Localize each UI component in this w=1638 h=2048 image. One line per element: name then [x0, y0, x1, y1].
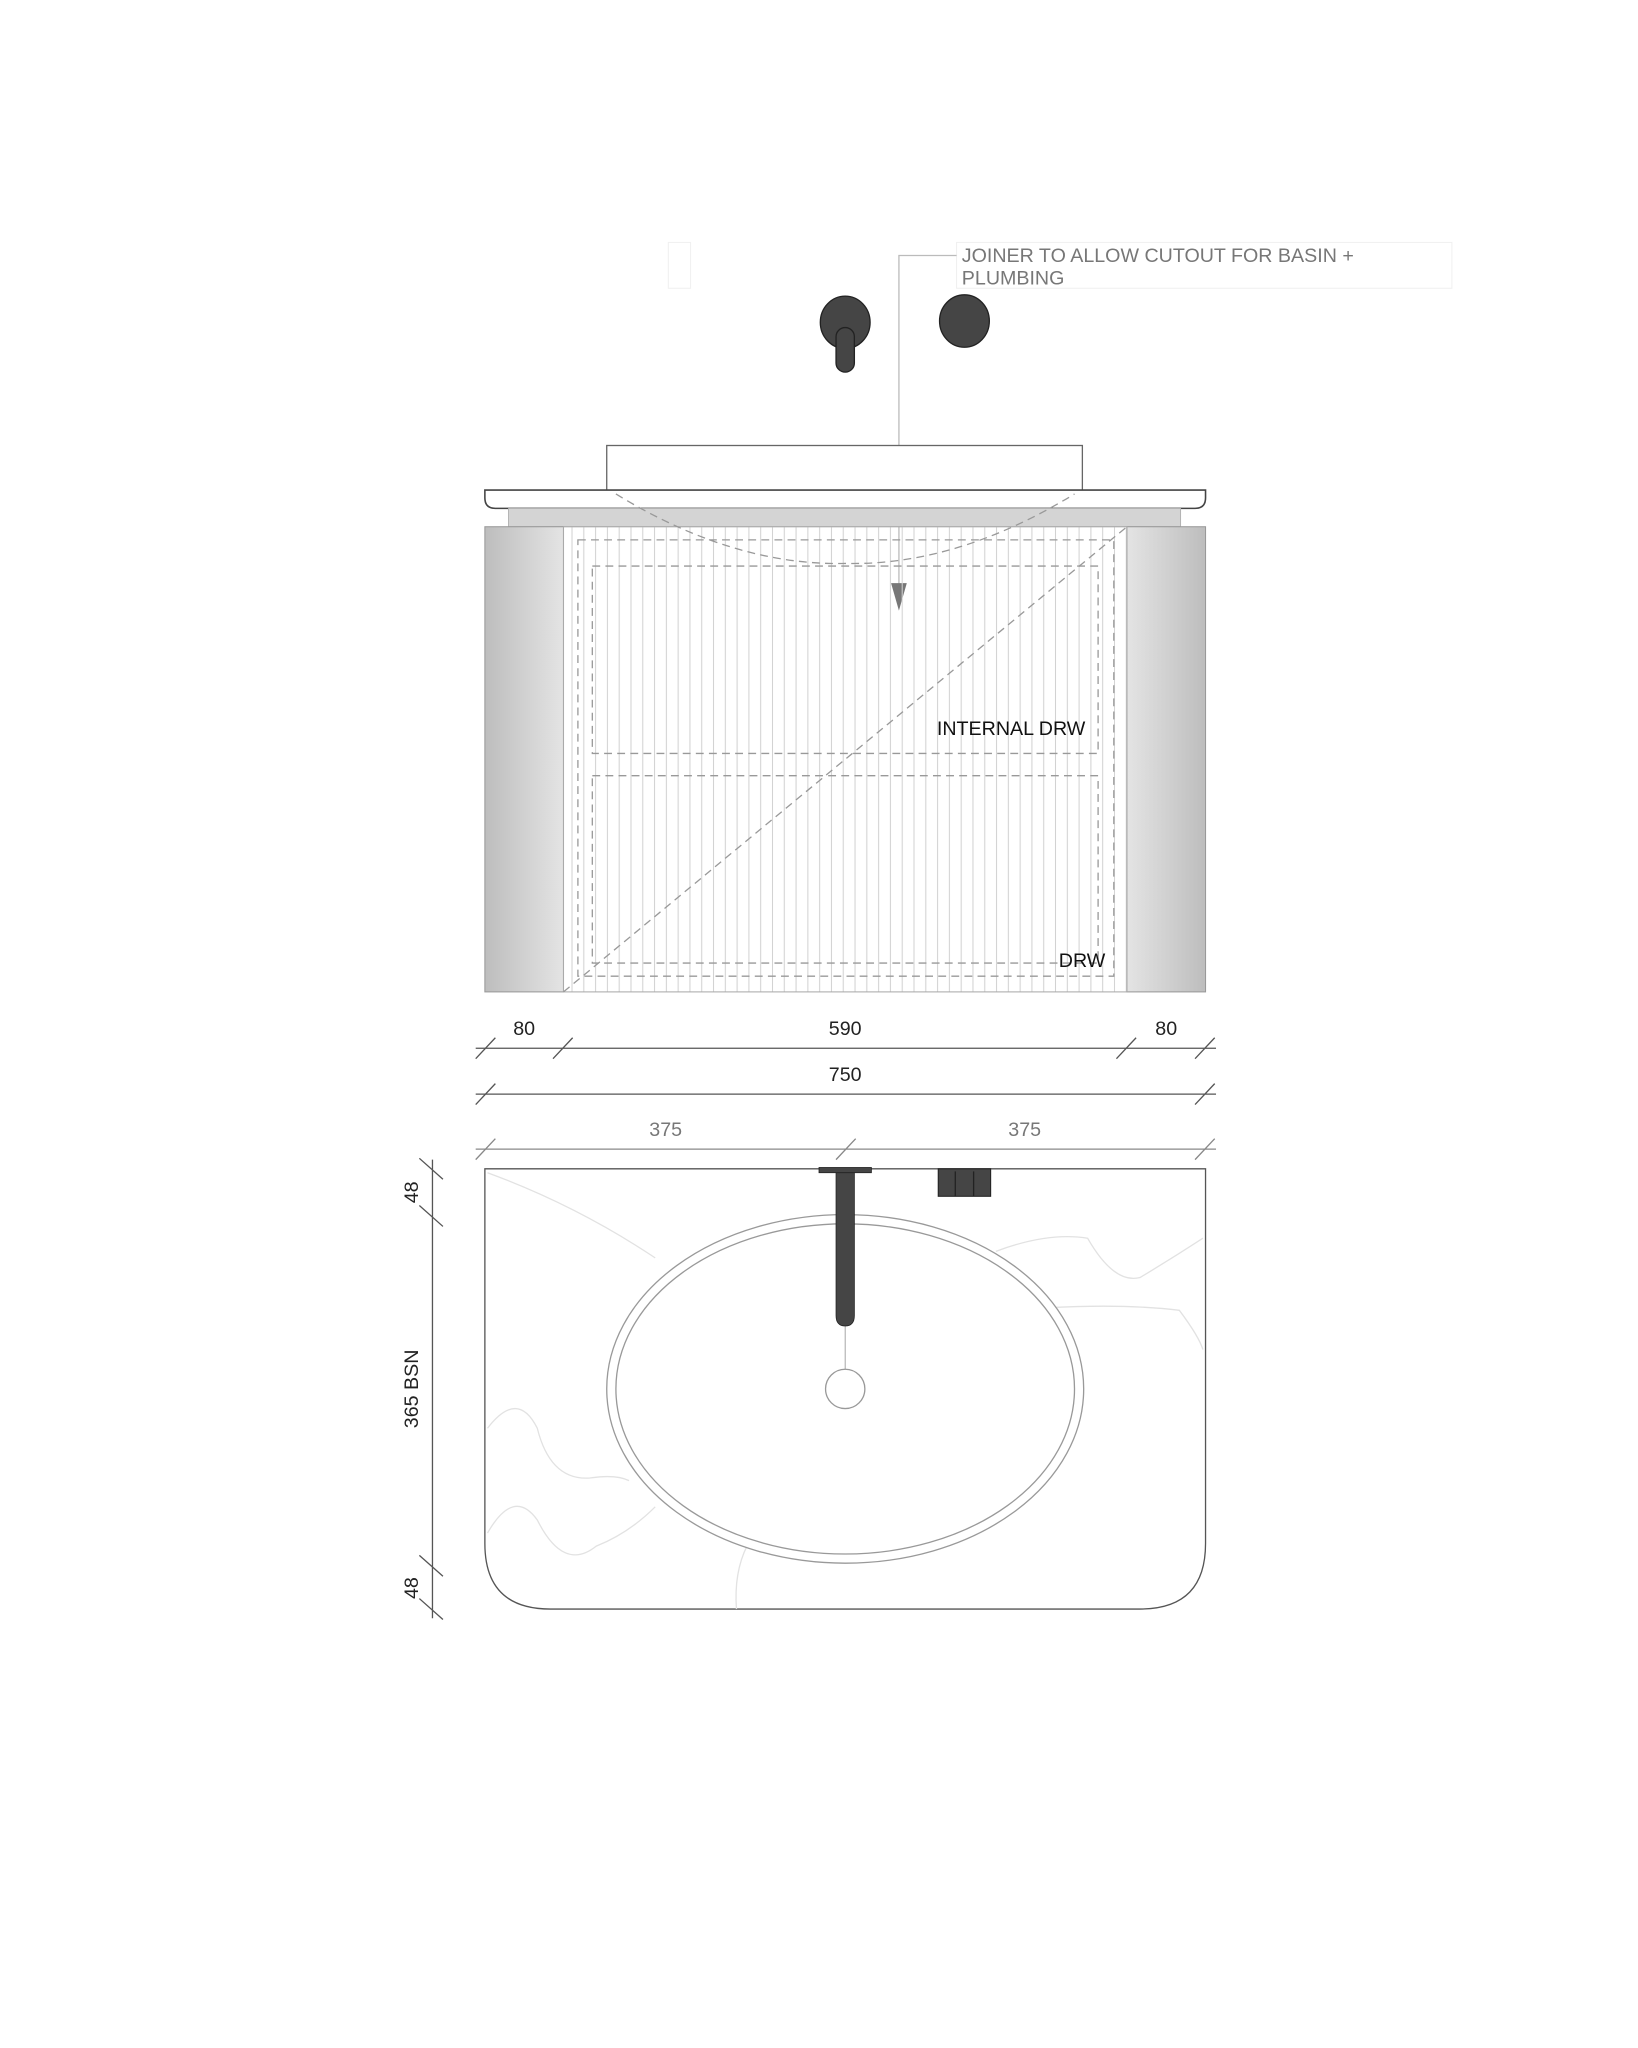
cabinet-elevation: INTERNAL DRW DRW — [484, 493, 1207, 993]
benchtop-elevation — [484, 489, 1207, 510]
dim-half-right: 375 — [1008, 1119, 1041, 1141]
basin-elevation — [606, 444, 1084, 493]
annotation-line-1: JOINER TO ALLOW CUTOUT FOR BASIN + — [962, 245, 1354, 267]
annotation-line-2: PLUMBING — [962, 267, 1065, 289]
marble-veins — [486, 1172, 1204, 1610]
drain-icon — [824, 1368, 866, 1410]
dim-right-panel: 80 — [1155, 1018, 1177, 1040]
dim-half-left: 375 — [649, 1119, 682, 1141]
dim-overall: 750 — [829, 1064, 862, 1086]
dim-basin: 365 BSN — [401, 1350, 423, 1429]
benchtop-plan — [484, 1167, 1207, 1610]
wall-mixer-icon — [938, 294, 990, 348]
drawer-label: DRW — [1059, 950, 1106, 972]
dim-left-panel: 80 — [513, 1018, 535, 1040]
internal-drawer-label: INTERNAL DRW — [937, 718, 1086, 740]
dimension-depths — [418, 1157, 444, 1621]
wall-spout-icon — [819, 295, 871, 373]
dim-center: 590 — [829, 1018, 862, 1040]
dim-bottom-offset: 48 — [401, 1577, 423, 1599]
mixer-plan-icon — [937, 1168, 992, 1197]
dimension-widths — [475, 1037, 1217, 1106]
dim-top-offset: 48 — [401, 1181, 423, 1203]
dimension-halves — [475, 1138, 1217, 1161]
spout-plan-icon — [818, 1167, 872, 1327]
benchtop-band — [508, 508, 1182, 528]
